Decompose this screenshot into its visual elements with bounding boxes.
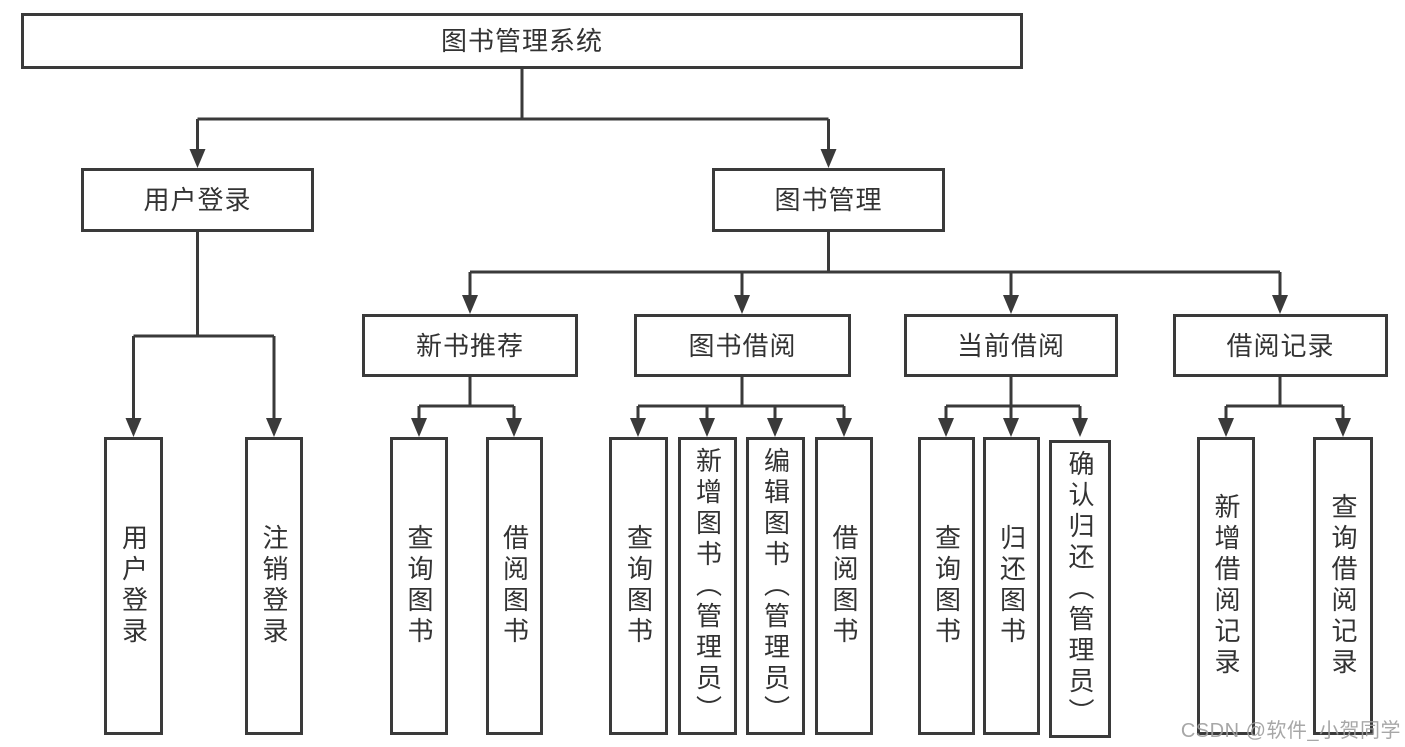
leaf-borrow-add-book-label: 新增图书（管理员） [692,446,723,726]
node-book-borrow: 图书借阅 [634,314,851,377]
arrowhead-down-icon [506,418,522,437]
node-book-borrow-label: 图书借阅 [688,330,797,361]
arrowhead-down-icon [1003,418,1019,437]
leaf-recommend-query-book-label: 查询图书 [404,524,434,648]
arrowhead-down-icon [1072,418,1088,437]
node-borrow-records: 借阅记录 [1173,314,1388,377]
leaf-borrow-add-book: 新增图书（管理员） [678,437,737,735]
arrowhead-down-icon [630,418,646,437]
arrowhead-down-icon [1003,295,1019,314]
leaf-borrow-edit-book: 编辑图书（管理员） [746,437,805,735]
leaf-logout: 注销登录 [245,437,303,735]
leaf-recommend-query-book: 查询图书 [390,437,448,735]
node-user-login: 用户登录 [81,168,314,232]
node-current-borrow: 当前借阅 [904,314,1118,377]
leaf-user-login: 用户登录 [104,437,163,735]
leaf-logout-label: 注销登录 [259,524,289,648]
leaf-user-login-label: 用户登录 [118,524,149,648]
leaf-records-query-record: 查询借阅记录 [1313,437,1373,735]
leaf-records-add-record-label: 新增借阅记录 [1211,493,1241,679]
leaf-borrow-query-book: 查询图书 [609,437,668,735]
arrowhead-down-icon [1218,418,1234,437]
arrowhead-down-icon [411,418,427,437]
node-new-book-recommend-label: 新书推荐 [415,330,524,361]
arrowhead-down-icon [462,295,478,314]
node-book-management: 图书管理 [712,168,945,232]
arrowhead-down-icon [266,418,282,437]
arrowhead-down-icon [125,418,142,437]
arrowhead-down-icon [820,149,837,168]
arrowhead-down-icon [1335,418,1351,437]
leaf-current-return-book-label: 归还图书 [996,524,1027,648]
leaf-recommend-borrow-book: 借阅图书 [486,437,543,735]
arrowhead-down-icon [1272,295,1288,314]
node-user-login-label: 用户登录 [143,185,252,215]
arrowhead-down-icon [189,149,206,168]
leaf-recommend-borrow-book-label: 借阅图书 [499,524,530,648]
leaf-borrow-borrow-book: 借阅图书 [815,437,873,735]
leaf-current-confirm-return-label: 确认归还（管理员） [1065,449,1095,729]
leaf-current-return-book: 归还图书 [983,437,1040,735]
arrowhead-down-icon [699,418,715,437]
leaf-current-confirm-return: 确认归还（管理员） [1049,440,1111,738]
leaf-borrow-borrow-book-label: 借阅图书 [829,524,859,648]
node-borrow-records-label: 借阅记录 [1226,330,1335,361]
leaf-borrow-query-book-label: 查询图书 [623,524,654,648]
arrowhead-down-icon [734,295,750,314]
node-root-label: 图书管理系统 [440,26,603,56]
arrowhead-down-icon [836,418,852,437]
arrowhead-down-icon [938,418,954,437]
leaf-records-query-record-label: 查询借阅记录 [1328,493,1358,679]
csdn-watermark: CSDN @软件_小贺同学 [1180,720,1401,742]
node-new-book-recommend: 新书推荐 [362,314,578,377]
leaf-current-query-book-label: 查询图书 [931,524,962,648]
leaf-borrow-edit-book-label: 编辑图书（管理员） [760,446,791,726]
node-root: 图书管理系统 [21,13,1023,69]
arrowhead-down-icon [767,418,783,437]
node-current-borrow-label: 当前借阅 [956,330,1065,361]
node-book-management-label: 图书管理 [774,185,883,215]
leaf-current-query-book: 查询图书 [918,437,975,735]
leaf-records-add-record: 新增借阅记录 [1197,437,1255,735]
